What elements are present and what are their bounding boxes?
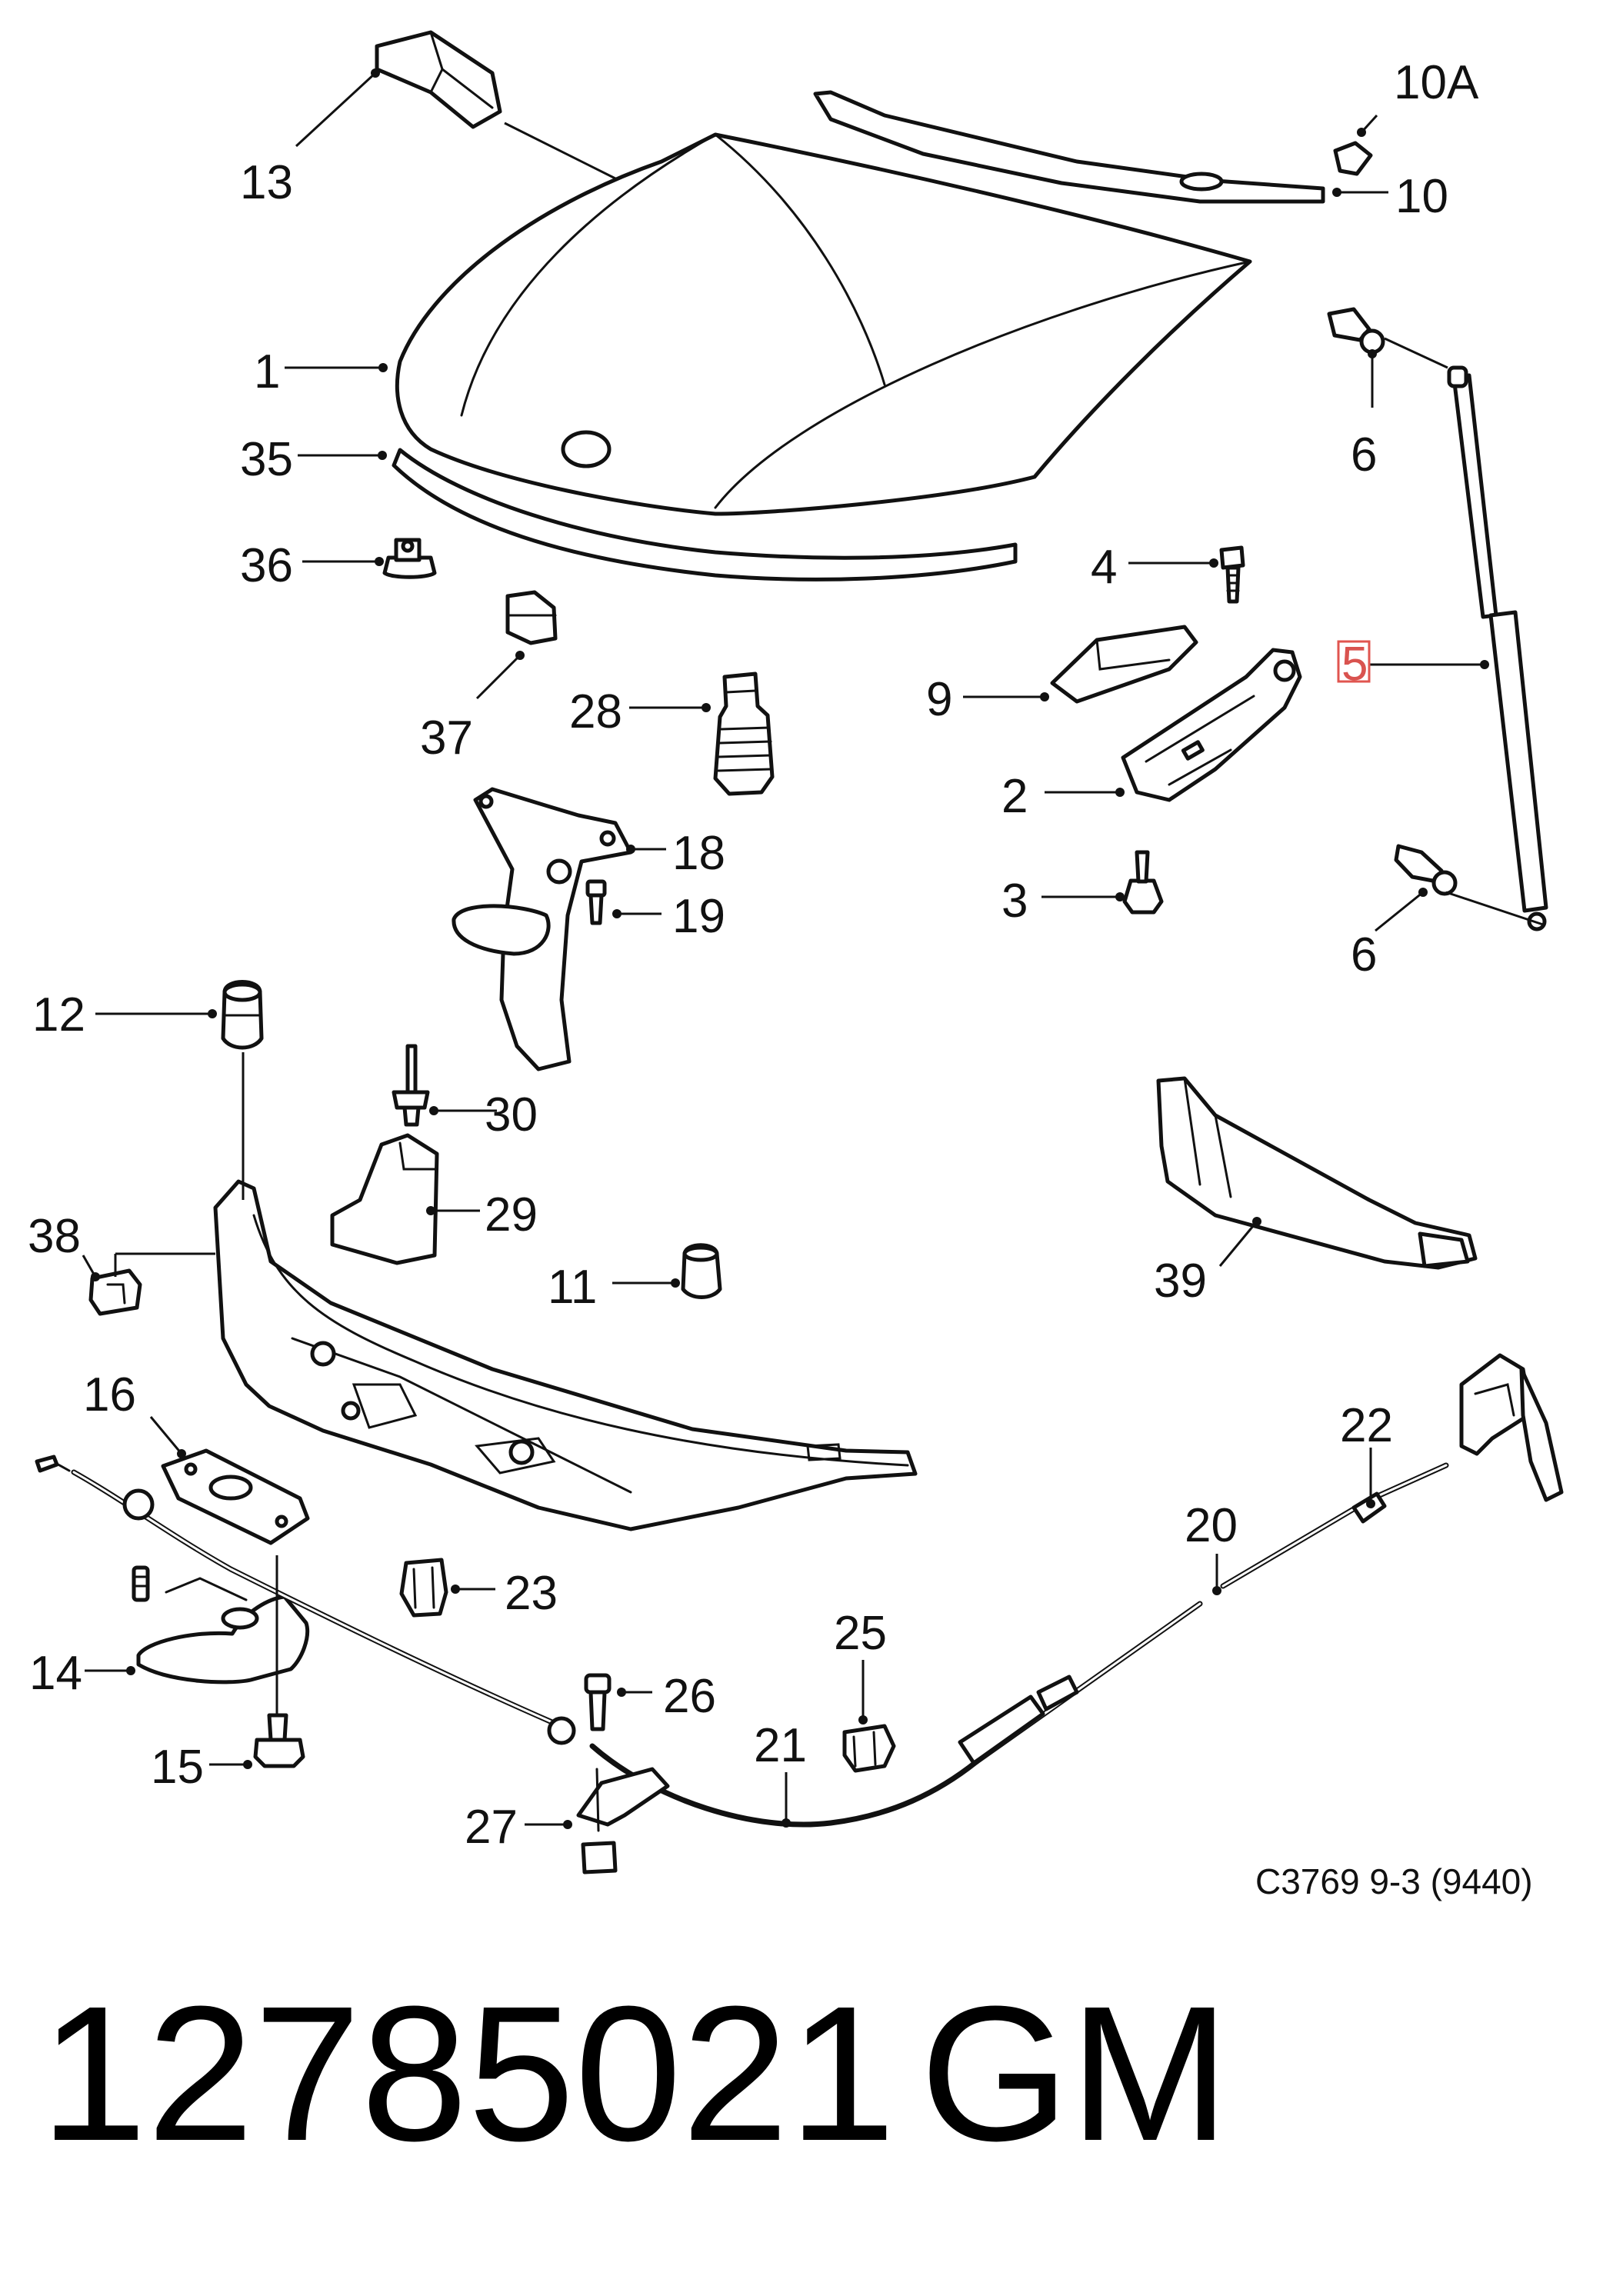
callout-13: 13: [240, 156, 293, 209]
callout-10a: 10A: [1394, 56, 1479, 109]
brand-label: GM: [920, 1966, 1230, 2181]
callout-29: 29: [485, 1188, 538, 1241]
part-10a-clip: [1333, 141, 1373, 176]
part-12-plug: [221, 980, 264, 1050]
callout-37: 37: [420, 711, 473, 765]
diagram-reference: C3769 9-3 (9440): [1255, 1861, 1533, 1901]
callout-11: 11: [548, 1261, 597, 1314]
part-20-release-cable: [71, 1353, 1564, 1828]
callout-35: 35: [240, 433, 293, 486]
cable-end-screw: [35, 1455, 71, 1473]
part-26-bolt: [584, 1673, 612, 1731]
callout-19: 19: [672, 890, 725, 943]
callout-12: 12: [32, 988, 85, 1041]
part-14-bracket: [136, 1577, 310, 1685]
part-19-screw: [585, 879, 607, 925]
callout-14: 14: [29, 1647, 82, 1700]
callout-9: 9: [926, 673, 952, 726]
part-29-bracket: [330, 1133, 439, 1265]
callout-28: 28: [569, 685, 622, 738]
callout-21: 21: [754, 1719, 807, 1772]
callout-15: 15: [151, 1741, 204, 1794]
part-9-hinge-cover: [1050, 625, 1198, 704]
callout-16: 16: [83, 1368, 136, 1421]
part-38-clip: [88, 1268, 142, 1316]
callout-6-lower: 6: [1351, 928, 1377, 981]
part-10-seal: [813, 90, 1325, 204]
callout-36: 36: [240, 539, 293, 592]
part-15-bolt: [253, 1713, 305, 1768]
callout-5-highlight: [1337, 640, 1371, 683]
callout-labels: 13 10A 10 1 6 35 36 4 5 9 37 28 2 18 3 1…: [28, 56, 1479, 1854]
callout-10: 10: [1395, 170, 1448, 223]
part-35-seal: [392, 448, 1018, 581]
callout-3: 3: [1001, 875, 1028, 928]
callout-20: 20: [1185, 1499, 1238, 1552]
part-number: 12785021: [40, 1966, 895, 2181]
part-4-bolt: [1219, 545, 1245, 604]
callout-6-upper: 6: [1351, 428, 1377, 482]
part-2-hinge: [1121, 648, 1302, 802]
part-27-guide: [576, 1767, 670, 1874]
callout-27: 27: [465, 1801, 518, 1854]
callout-30: 30: [485, 1088, 538, 1141]
callout-18: 18: [672, 827, 725, 880]
part-5-gas-strut: [1447, 365, 1548, 931]
callout-26: 26: [663, 1670, 716, 1723]
part-1-hood: [395, 132, 1252, 516]
callout-4: 4: [1091, 541, 1117, 594]
part-13-bumper: [375, 30, 502, 129]
part-11-stop: [681, 1243, 722, 1299]
callout-5: 5: [1341, 638, 1368, 691]
part-16-plate: [161, 1448, 310, 1545]
part-36-clip: [382, 538, 437, 579]
part-39-grease-tube: [1156, 1076, 1478, 1270]
part-6b-ball-stud: [1394, 844, 1458, 896]
callout-1: 1: [254, 345, 280, 398]
callout-25: 25: [834, 1607, 887, 1660]
callout-22: 22: [1340, 1399, 1393, 1452]
part-18-latch: [452, 787, 633, 1071]
front-panel: [213, 1179, 918, 1531]
leader-lines: [82, 68, 1544, 1829]
callout-2: 2: [1001, 770, 1028, 823]
callout-23: 23: [505, 1567, 558, 1620]
part-30-stud: [392, 1044, 430, 1127]
cable-spring: [132, 1565, 150, 1602]
part-37-bumper: [505, 590, 558, 645]
part-3-bolt: [1122, 850, 1164, 915]
callout-39: 39: [1154, 1255, 1207, 1308]
part-6a-ball-stud: [1327, 307, 1385, 355]
callout-38: 38: [28, 1210, 81, 1263]
part-23-clip: [399, 1558, 448, 1618]
part-28-buffer: [713, 671, 775, 796]
part-25-clip: [842, 1724, 896, 1773]
